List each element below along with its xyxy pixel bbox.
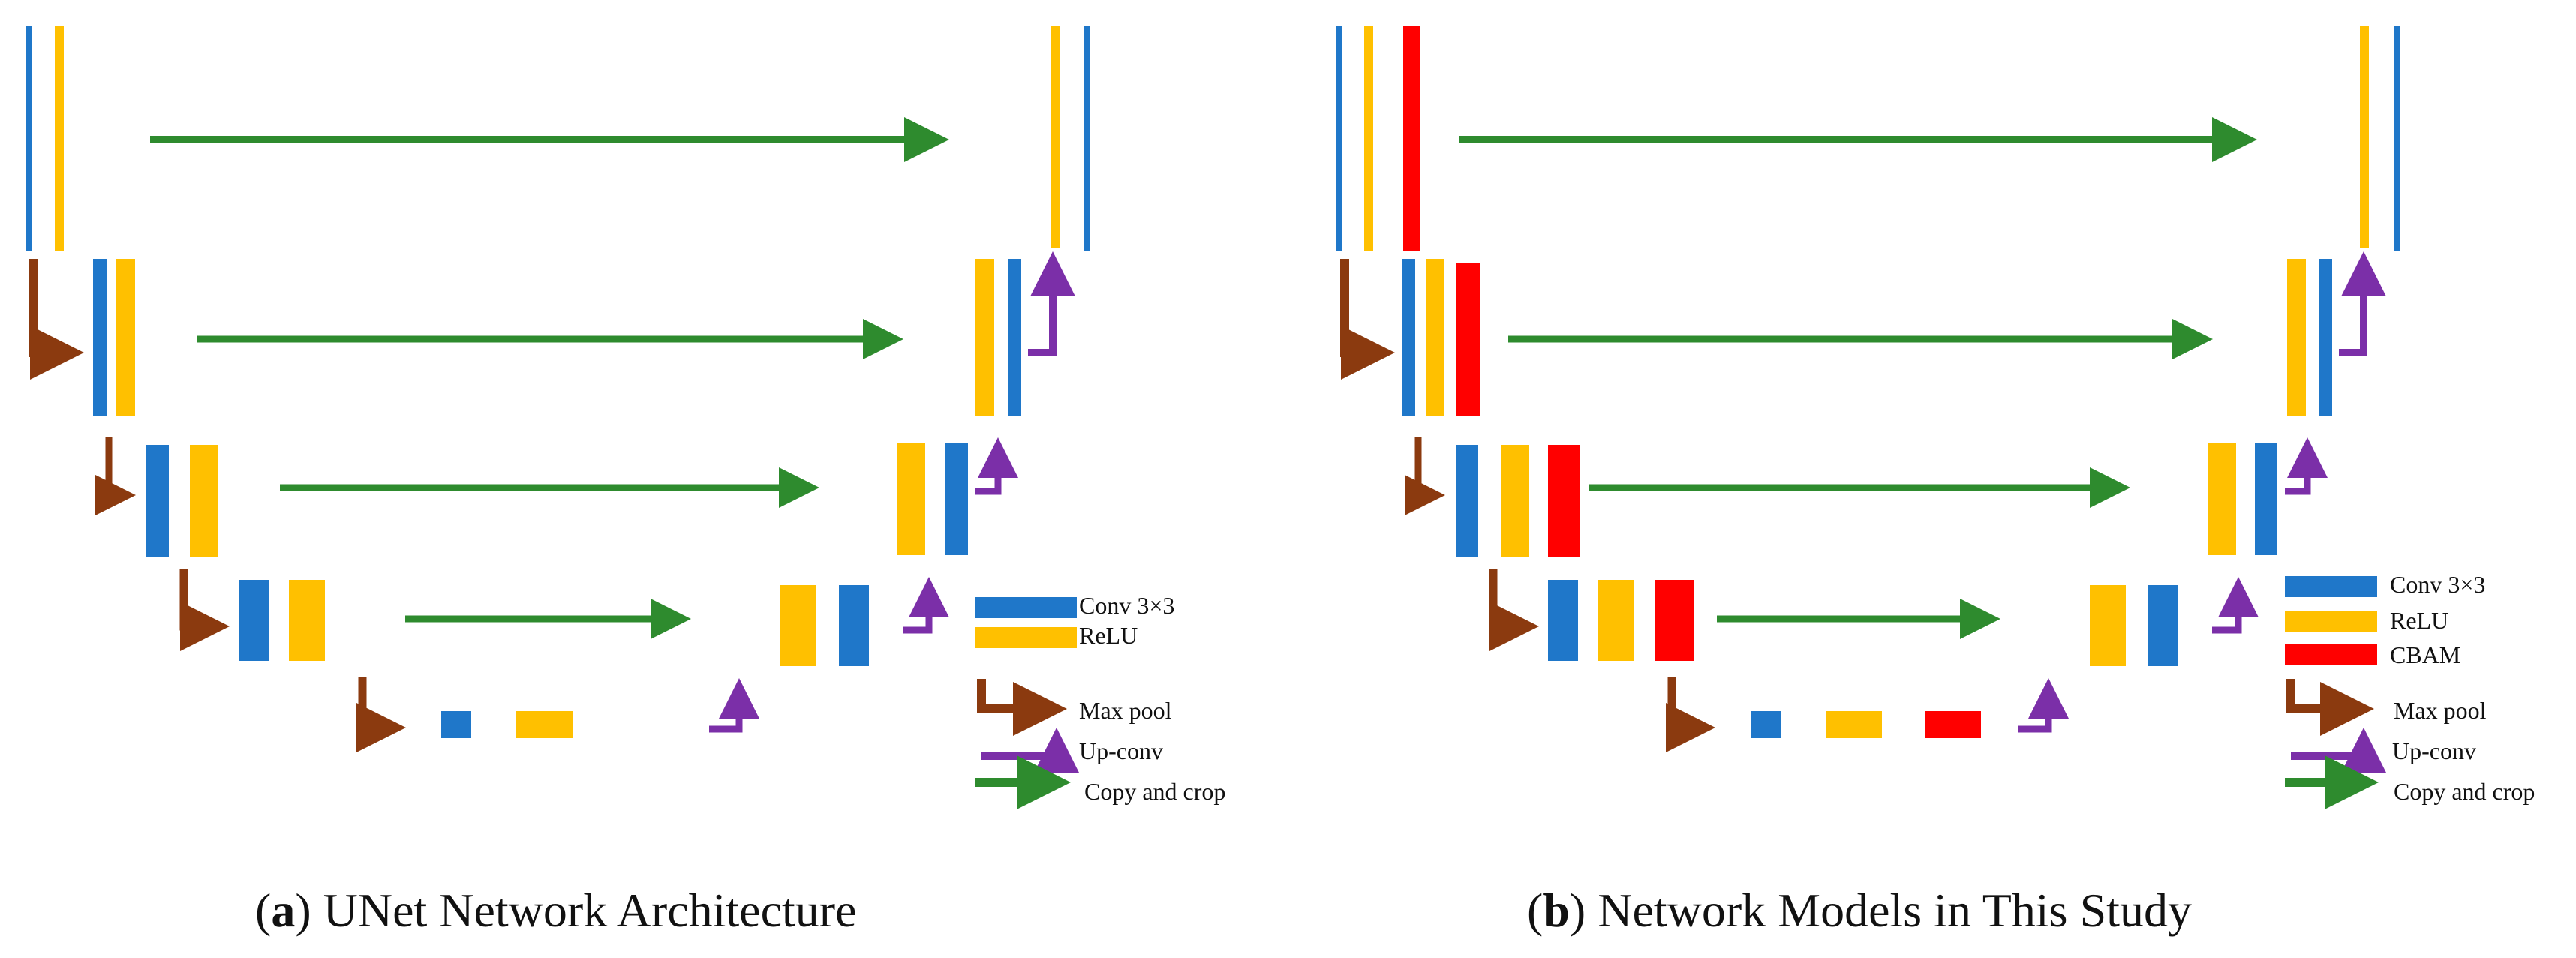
conv-block [1456, 445, 1478, 557]
legend-copy-label: Copy and crop [1084, 778, 1225, 805]
cbam-block [1655, 580, 1694, 661]
conv-block [441, 711, 471, 738]
max-pool-arrow [1340, 259, 1395, 380]
conv-block [945, 443, 968, 555]
max-pool-arrow [179, 569, 230, 651]
relu-block [1501, 445, 1529, 557]
up-conv-arrow [2018, 678, 2069, 733]
legend-a: Conv 3×3 ReLU Max pool Up-conv Copy and … [975, 592, 1225, 809]
cbam-block [1403, 26, 1420, 251]
panel-a: Conv 3×3 ReLU Max pool Up-conv Copy and … [26, 26, 1225, 937]
relu-block [1826, 711, 1882, 738]
up-conv-arrow [709, 678, 759, 733]
conv-block [146, 445, 169, 557]
up-conv-arrow [2339, 251, 2386, 356]
max-pool-arrow [95, 437, 136, 515]
relu-block [2208, 443, 2236, 555]
relu-block [1426, 259, 1444, 416]
relu-block [55, 26, 64, 251]
relu-block [190, 445, 218, 557]
legend-up-conv-label: Up-conv [1079, 737, 1163, 764]
legend-copy-label: Copy and crop [2394, 778, 2535, 805]
conv-block [2148, 585, 2178, 666]
relu-block [1051, 26, 1060, 248]
caption-b-title: Network Models in This Study [1598, 884, 2192, 937]
legend-cbam-label: CBAM [2390, 641, 2460, 668]
panel-b: Conv 3×3 ReLU CBAM Max pool Up-conv Copy… [1336, 26, 2535, 937]
legend-conv-label: Conv 3×3 [1079, 592, 1174, 619]
conv-block [1751, 711, 1781, 738]
legend-relu-swatch [2285, 611, 2377, 632]
max-pool-arrow [1489, 569, 1539, 651]
legend-relu-swatch [975, 627, 1077, 648]
legend-max-pool-arrow [977, 679, 1067, 736]
caption-b-letter: b [1543, 884, 1570, 937]
conv-block [1008, 259, 1021, 416]
legend-max-pool-label: Max pool [2394, 697, 2487, 724]
conv-block [239, 580, 269, 661]
relu-block [289, 580, 325, 661]
conv-block [2255, 443, 2277, 555]
max-pool-arrow [1405, 437, 1445, 515]
legend-max-pool-arrow [2286, 679, 2374, 736]
legend-relu-label: ReLU [2390, 607, 2448, 634]
relu-block [516, 711, 573, 738]
cbam-block [1925, 711, 1981, 738]
conv-block [2319, 259, 2332, 416]
caption-b: (b) Network Models in This Study [1527, 884, 2192, 937]
up-conv-arrow [1028, 251, 1075, 356]
cbam-block [1456, 263, 1480, 416]
caption-a-letter: a [271, 884, 295, 937]
conv-block [839, 585, 869, 666]
relu-block [780, 585, 816, 666]
legend-up-conv-arrow [981, 728, 1079, 773]
relu-block [1598, 580, 1634, 661]
relu-block [116, 259, 135, 416]
relu-block [2287, 259, 2306, 416]
max-pool-arrow [29, 259, 84, 380]
conv-block [1084, 26, 1090, 251]
conv-block [2394, 26, 2400, 251]
up-conv-arrow [2212, 577, 2259, 634]
max-pool-arrow [356, 677, 406, 752]
legend-conv-swatch [975, 597, 1077, 618]
relu-block [897, 443, 925, 555]
conv-block [1402, 259, 1415, 416]
up-conv-arrow [903, 577, 949, 634]
legend-cbam-swatch [2285, 644, 2377, 665]
relu-block [2360, 26, 2369, 248]
legend-relu-label: ReLU [1079, 622, 1138, 649]
legend-conv-label: Conv 3×3 [2390, 571, 2485, 598]
caption-a-title: UNet Network Architecture [323, 884, 857, 937]
relu-block [1364, 26, 1373, 251]
legend-conv-swatch [2285, 576, 2377, 597]
caption-a: (a) UNet Network Architecture [255, 884, 856, 937]
conv-block [1548, 580, 1578, 661]
cbam-block [1548, 445, 1580, 557]
relu-block [2090, 585, 2126, 666]
legend-up-conv-label: Up-conv [2392, 737, 2476, 764]
legend-up-conv-arrow [2291, 728, 2386, 773]
up-conv-arrow [975, 437, 1018, 495]
legend-b: Conv 3×3 ReLU CBAM Max pool Up-conv Copy… [2285, 571, 2535, 809]
conv-block [1336, 26, 1342, 251]
conv-block [26, 26, 32, 251]
conv-block [93, 259, 107, 416]
legend-max-pool-label: Max pool [1079, 697, 1172, 724]
up-conv-arrow [2285, 437, 2328, 495]
relu-block [975, 259, 994, 416]
max-pool-arrow [1666, 677, 1715, 752]
